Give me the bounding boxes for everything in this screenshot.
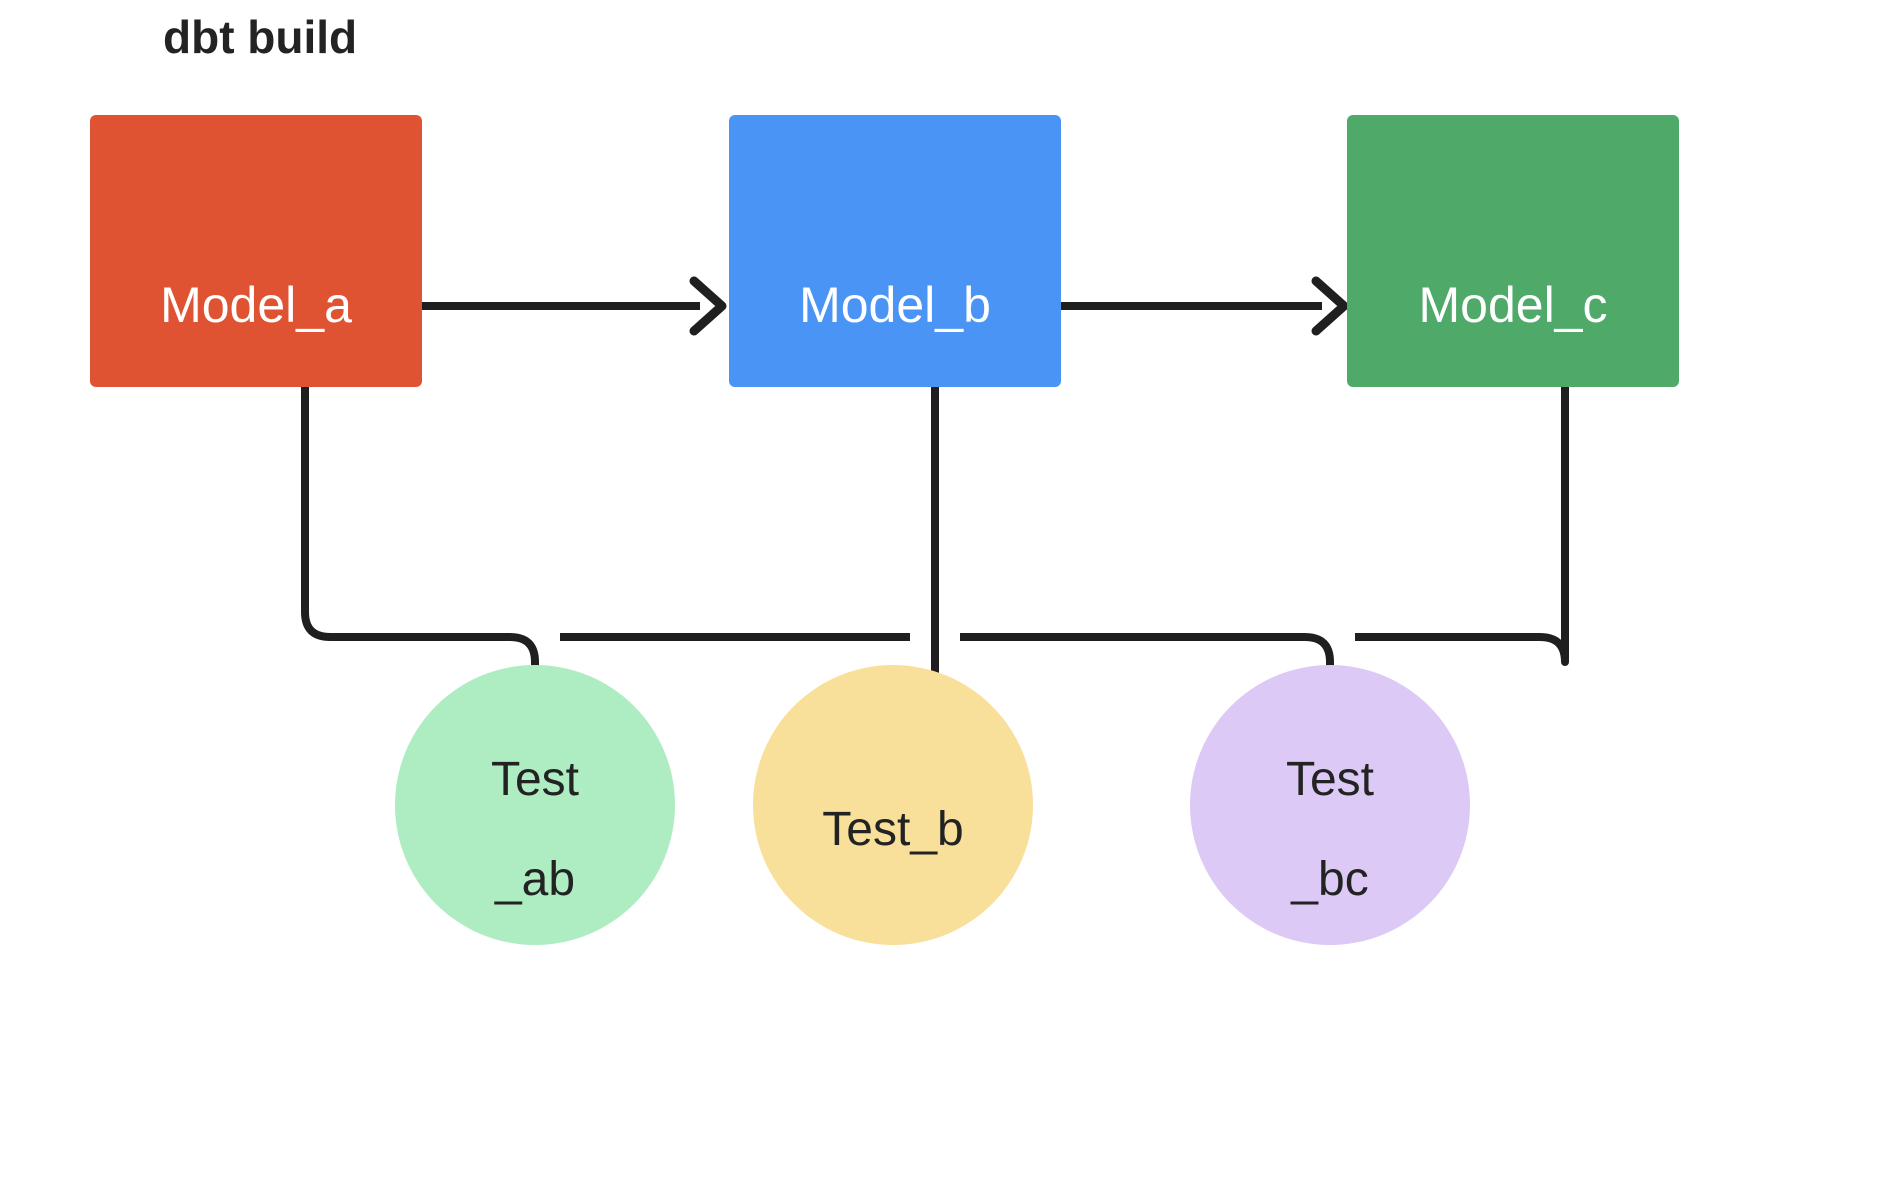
edge-bus-to-test-bc <box>1304 633 1334 790</box>
model-b-box[interactable] <box>729 115 1061 387</box>
test-ab-label-line-2: _ab <box>494 853 575 906</box>
test-node-test-ab[interactable]: Test _ab <box>395 665 675 945</box>
test-b-circle[interactable] <box>753 665 1033 945</box>
diagram-title: dbt build <box>163 11 357 63</box>
model-c-box[interactable] <box>1347 115 1679 387</box>
test-node-test-b[interactable]: Test_b <box>753 665 1033 945</box>
test-bc-label-line-1: Test <box>1286 753 1374 806</box>
model-a-box[interactable] <box>90 115 422 387</box>
test-ab-circle[interactable] <box>395 665 675 945</box>
model-a-label: Model_a <box>160 277 352 333</box>
test-b-label-line-1: Test_b <box>822 803 963 856</box>
edge-model-c-to-bus <box>1355 387 1569 666</box>
model-c-label: Model_c <box>1419 277 1608 333</box>
test-node-test-bc[interactable]: Test _bc <box>1190 665 1470 945</box>
edge-bus-to-test-ab <box>509 633 539 790</box>
arrowhead-model-b-to-model-c <box>1311 276 1349 336</box>
model-node-model-a[interactable]: Model_a <box>90 115 422 387</box>
model-b-label: Model_b <box>799 277 991 333</box>
model-node-model-b[interactable]: Model_b <box>729 115 1061 387</box>
model-node-model-c[interactable]: Model_c <box>1347 115 1679 387</box>
test-ab-label-line-1: Test <box>491 753 579 806</box>
test-bc-circle[interactable] <box>1190 665 1470 945</box>
test-bc-label-line-2: _bc <box>1290 853 1368 906</box>
arrowhead-model-a-to-model-b <box>689 276 727 336</box>
edge-model-a-to-bus <box>301 387 510 641</box>
